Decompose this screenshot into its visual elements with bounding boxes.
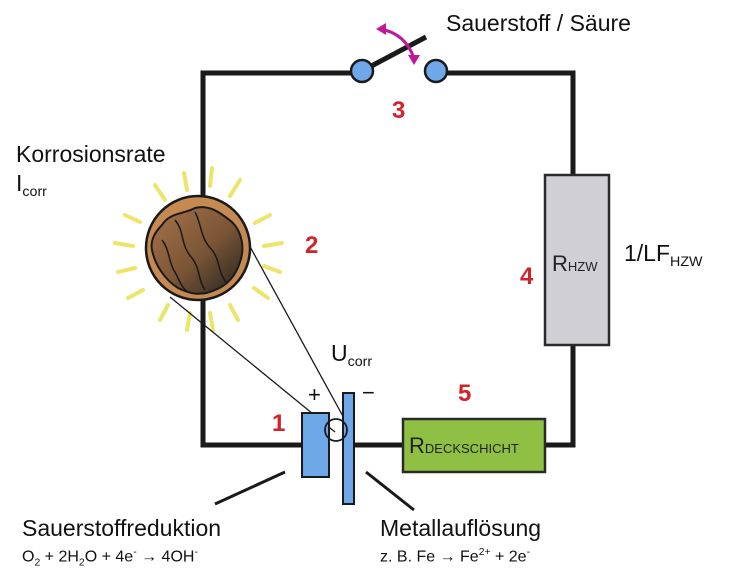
wire-right-lower — [542, 342, 576, 448]
anode-title: Metallauflösung — [380, 515, 542, 541]
switch-label: Sauerstoff / Säure — [446, 10, 631, 36]
ucorr-main: U — [331, 340, 348, 366]
corrosion-rate-label: Korrosionsrate — [16, 141, 166, 167]
icorr-label: Icorr — [16, 170, 47, 200]
marker-3: 3 — [392, 97, 406, 124]
switch-node-right — [423, 58, 449, 84]
pointer-anode — [365, 470, 415, 512]
icorr-main: I — [16, 170, 23, 196]
switch-node-left — [349, 58, 375, 84]
cathode-electrode — [301, 412, 330, 478]
zoom-line-left — [169, 296, 336, 433]
resistor-deckschicht — [401, 417, 547, 474]
plus-sign: + — [308, 382, 321, 407]
wire-top-right — [435, 70, 576, 178]
ucorr-sub: corr — [347, 353, 373, 370]
resistor-hzw — [543, 173, 611, 347]
zoom-line-right — [247, 242, 346, 421]
anode-equation: z. B. Fe → Fe2+ + 2e- — [380, 547, 531, 566]
anode-electrode — [342, 392, 355, 505]
r-deck-sub: DECKSCHICHT — [424, 441, 519, 456]
pointer-cathode — [214, 470, 286, 506]
marker-1: 1 — [272, 410, 286, 437]
zoom-circle — [324, 418, 348, 442]
icorr-sub: corr — [22, 183, 47, 200]
r-hzw-label: RHZW — [552, 251, 598, 277]
marker-5: 5 — [458, 380, 472, 407]
r-deck-main: R — [409, 433, 425, 458]
marker-2: 2 — [305, 232, 319, 259]
switch-arrowhead-down — [408, 55, 420, 65]
conductivity-main: 1/LF — [624, 240, 671, 266]
cathode-title: Sauerstoffreduktion — [22, 515, 222, 541]
conductivity-label: 1/LFHZW — [624, 240, 702, 270]
marker-4: 4 — [520, 263, 534, 290]
wire-top-left — [200, 70, 361, 448]
glow-rays — [113, 166, 284, 332]
cathode-equation: O2 + 2H2O + 4e- → 4OH- — [22, 547, 198, 569]
conductivity-sub: HZW — [670, 253, 703, 270]
minus-sign: − — [362, 380, 375, 405]
r-deckschicht-label: RDECKSCHICHT — [409, 433, 519, 459]
r-hzw-main: R — [552, 251, 568, 276]
switch-arrowhead-up — [376, 23, 386, 35]
ucorr-label: Ucorr — [331, 340, 372, 370]
r-hzw-sub: HZW — [567, 259, 598, 274]
